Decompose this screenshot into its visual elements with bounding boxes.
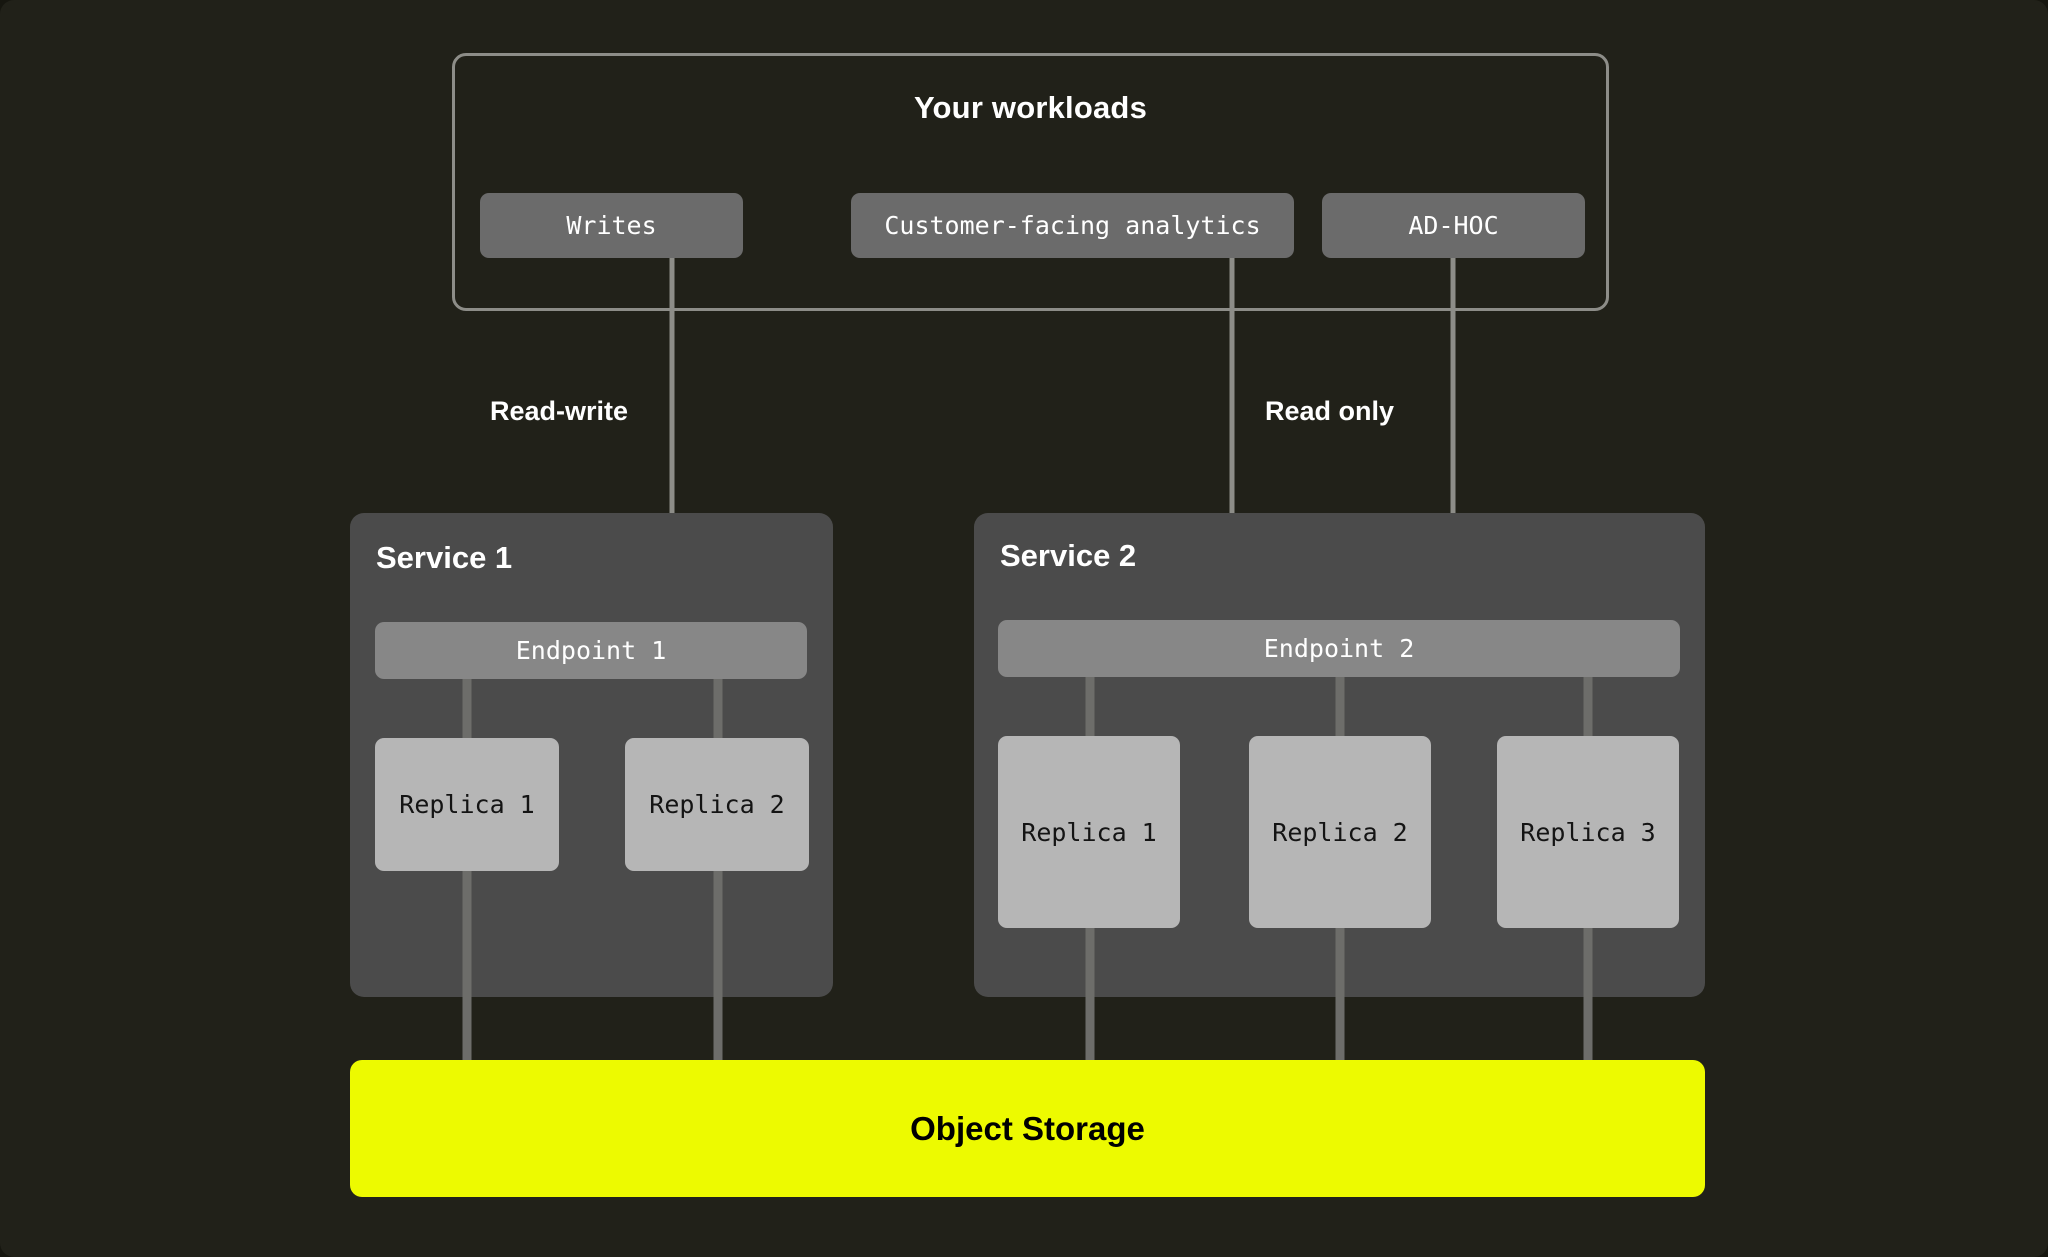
flow-label-read-write: Read-write bbox=[490, 396, 629, 426]
service-2-replica-2[interactable]: Replica 2 bbox=[1249, 736, 1431, 928]
service-1-replica-1[interactable]: Replica 1 bbox=[375, 738, 559, 871]
workloads-title: Your workloads bbox=[913, 90, 1148, 125]
workloads-container bbox=[452, 53, 1609, 311]
service-1-title: Service 1 bbox=[376, 540, 513, 575]
flow-label-read-only: Read only bbox=[1265, 396, 1395, 426]
service-2-title: Service 2 bbox=[1000, 538, 1137, 573]
service-2-replica-3[interactable]: Replica 3 bbox=[1497, 736, 1679, 928]
object-storage-bar[interactable]: Object Storage bbox=[350, 1060, 1705, 1197]
service-1-replica-2[interactable]: Replica 2 bbox=[625, 738, 809, 871]
workload-pill-writes[interactable]: Writes bbox=[480, 193, 743, 258]
service-2-replica-1[interactable]: Replica 1 bbox=[998, 736, 1180, 928]
endpoint-1[interactable]: Endpoint 1 bbox=[375, 622, 807, 679]
workload-pill-ad-hoc[interactable]: AD-HOC bbox=[1322, 193, 1585, 258]
workload-pill-customer-facing-analytics[interactable]: Customer-facing analytics bbox=[851, 193, 1294, 258]
endpoint-2[interactable]: Endpoint 2 bbox=[998, 620, 1680, 677]
